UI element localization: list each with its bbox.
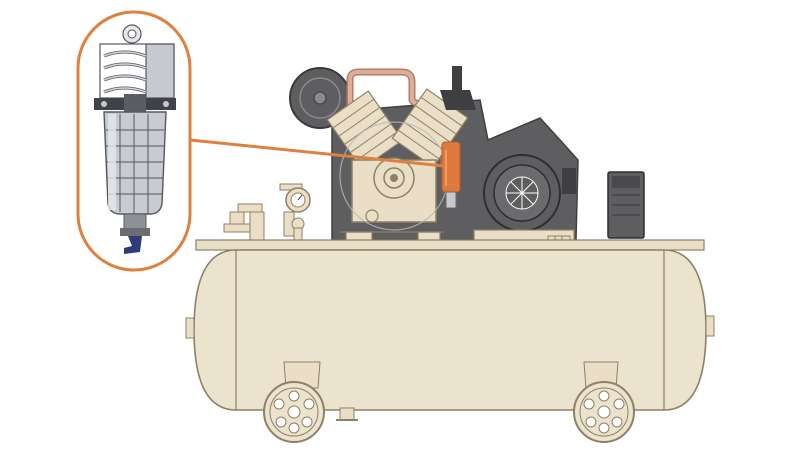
pressure-gauge xyxy=(279,183,311,245)
drain-cock-valve xyxy=(223,203,265,243)
filter-zoom-callout xyxy=(76,10,192,272)
caster-wheel-right xyxy=(573,361,635,443)
caster-wheel-left xyxy=(263,361,325,443)
compressor-tank xyxy=(185,239,715,421)
filter-highlight xyxy=(441,141,461,216)
pressure-switch xyxy=(607,171,645,239)
flywheel xyxy=(289,67,351,129)
callout-leader-line xyxy=(189,138,445,168)
